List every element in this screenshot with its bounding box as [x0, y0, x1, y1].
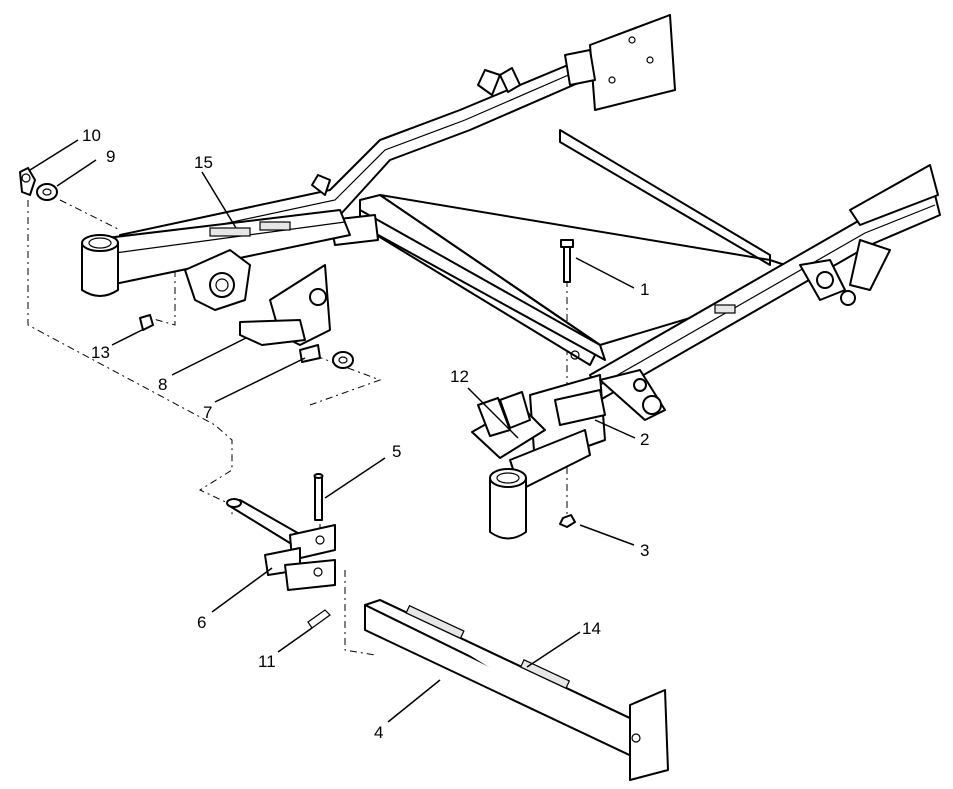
- bolt-part-7: [299, 344, 321, 363]
- bracket-part-8: [239, 264, 331, 346]
- bracket-part-12: [471, 391, 546, 459]
- callout-15: 15: [194, 153, 213, 172]
- hardware: [19, 167, 576, 629]
- callout-12: 12: [450, 367, 469, 386]
- callout-13: 13: [91, 343, 110, 362]
- callout-14: 14: [582, 619, 601, 638]
- lower-arm-part-4: [364, 599, 669, 781]
- callout-6: 6: [197, 613, 206, 632]
- nut-part-13: [139, 314, 154, 331]
- callout-9: 9: [106, 147, 115, 166]
- callout-8: 8: [158, 375, 167, 394]
- callout-1: 1: [640, 280, 649, 299]
- pivot-plate: [184, 249, 251, 311]
- leader-lines: [29, 139, 636, 723]
- callout-10: 10: [82, 126, 101, 145]
- callout-5: 5: [392, 442, 401, 461]
- callout-11: 11: [258, 652, 276, 671]
- part-2-sleeve: [554, 389, 606, 426]
- mounting-plate: [589, 14, 676, 111]
- callout-3: 3: [640, 541, 649, 560]
- washer-part-9: [36, 183, 58, 201]
- washer-part-7: [332, 351, 354, 369]
- callout-labels: 1 2 3 4 5 6 7 8 9 10 11 12 13 14 15: [82, 126, 649, 742]
- callout-4: 4: [374, 723, 383, 742]
- left-mount-cup: [81, 234, 119, 297]
- hairpin-part-11: [307, 609, 331, 629]
- callout-7: 7: [203, 403, 212, 422]
- callout-2: 2: [640, 430, 649, 449]
- pin-part-5: [314, 475, 323, 521]
- hitch-part-6: [226, 498, 336, 591]
- cross-shaft: [559, 129, 771, 266]
- main-frame: [119, 14, 941, 491]
- bolt-part-1: [563, 244, 571, 283]
- right-mount-cup: [489, 468, 527, 540]
- nut-part-3: [559, 514, 576, 528]
